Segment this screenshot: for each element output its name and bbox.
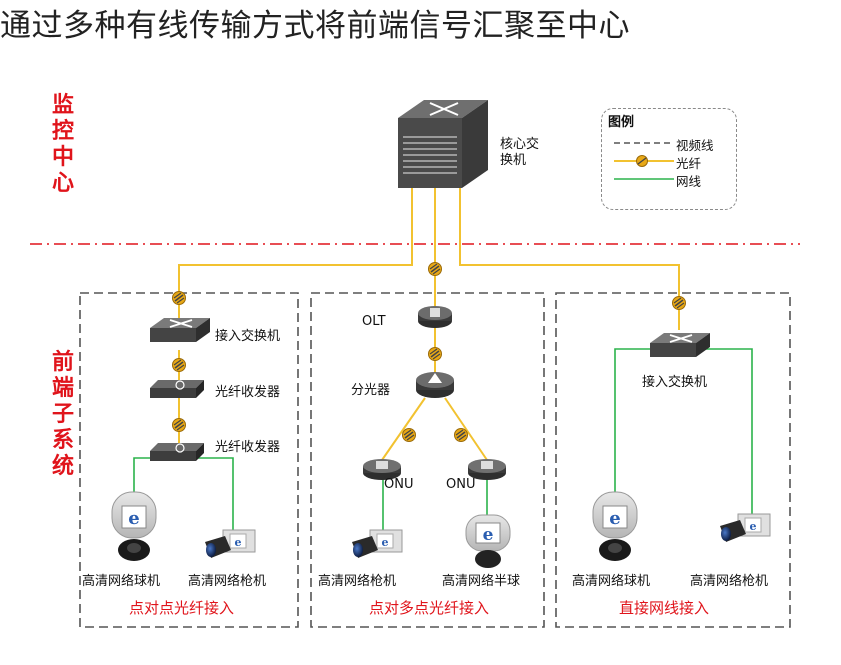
- net-transceiver-to-bullet: [195, 457, 234, 530]
- section-label-text: 监控中心: [52, 93, 75, 196]
- svg-text:e: e: [483, 525, 494, 545]
- fiber-connector-icon: [401, 427, 417, 443]
- box-caption: 直接网线接入: [619, 599, 710, 617]
- fiber-connector-icon: [171, 290, 187, 306]
- legend-fiber: 光纤: [676, 156, 702, 171]
- legend-network-cable: 网线: [676, 174, 702, 189]
- legend-video-line: 视频线: [676, 138, 714, 153]
- hemisphere-camera-icon: e: [465, 514, 511, 568]
- fiber-connector-icon: [171, 357, 187, 373]
- svg-text:e: e: [609, 508, 620, 529]
- onu-label: ONU: [446, 477, 476, 492]
- access-switch-label: 接入交换机: [215, 329, 281, 344]
- onu-icon: [363, 459, 401, 480]
- core-switch-label: 核心交 换机: [500, 137, 540, 168]
- page-title: 通过多种有线传输方式将前端信号汇聚至中心: [0, 8, 630, 44]
- bullet-camera-label: 高清网络枪机: [690, 574, 769, 589]
- box-caption: 点对点光纤接入: [129, 599, 235, 617]
- network-links: [133, 348, 753, 535]
- fiber-connector-icon: [427, 346, 443, 362]
- box-point-to-point-fiber: [79, 292, 299, 628]
- fiber-transceiver-icon: [150, 443, 204, 461]
- core-switch-icon: [398, 100, 488, 188]
- box-direct-network-cable: [555, 292, 791, 628]
- bullet-camera-label: 高清网络枪机: [188, 574, 267, 589]
- bullet-camera-icon: e: [352, 529, 403, 558]
- olt-icon: [418, 306, 452, 328]
- hemisphere-camera-label: 高清网络半球: [442, 574, 521, 589]
- access-switch-icon: [650, 333, 710, 357]
- bullet-camera-label: 高清网络枪机: [318, 574, 397, 589]
- dome-camera-label: 高清网络球机: [82, 574, 161, 589]
- legend-swatches: [614, 142, 674, 180]
- dome-camera-label: 高清网络球机: [572, 574, 651, 589]
- dome-camera-icon: e: [592, 491, 638, 561]
- access-switch-label: 接入交换机: [642, 375, 708, 390]
- onu-icon: [468, 459, 506, 480]
- box-caption: 点对多点光纤接入: [369, 599, 490, 617]
- dome-camera-icon: e: [111, 491, 157, 561]
- onu-label: ONU: [384, 477, 414, 492]
- net-switch-to-bullet: [700, 348, 753, 518]
- svg-text:e: e: [750, 520, 757, 533]
- fiber-connector-icon: [453, 427, 469, 443]
- fiber-core-to-box1: [178, 178, 413, 320]
- olt-label: OLT: [362, 314, 386, 329]
- section-label-front-subsystem: 前端子系统: [52, 350, 76, 480]
- fiber-connector-icon: [171, 417, 187, 433]
- section-label-monitoring-center: 监控中心: [52, 93, 76, 197]
- fiber-splitter-to-onu1: [381, 397, 426, 461]
- splitter-label: 分光器: [351, 383, 391, 398]
- fiber-connector-icon: [671, 295, 687, 311]
- access-switch-icon: [150, 318, 210, 342]
- box-point-to-multipoint-fiber: [310, 292, 545, 628]
- net-switch-to-dome: [614, 348, 660, 500]
- fiber-splitter-to-onu2: [444, 397, 488, 461]
- optical-splitter-icon: [416, 372, 454, 398]
- fiber-transceiver-icon: [150, 380, 204, 398]
- fiber-connector-icon: [427, 261, 443, 277]
- svg-text:e: e: [128, 508, 139, 529]
- legend: 图例 视频线 光纤 网线: [601, 108, 737, 210]
- legend-title: 图例: [608, 115, 635, 130]
- fiber-transceiver-label: 光纤收发器: [215, 440, 281, 455]
- bullet-camera-icon: e: [205, 529, 256, 558]
- fiber-transceiver-label: 光纤收发器: [215, 385, 281, 400]
- section-label-text: 前端子系统: [52, 350, 75, 479]
- svg-text:e: e: [235, 536, 242, 549]
- svg-text:e: e: [382, 536, 389, 549]
- fiber-connector-stripe: [637, 157, 647, 165]
- bullet-camera-icon: e: [720, 513, 771, 542]
